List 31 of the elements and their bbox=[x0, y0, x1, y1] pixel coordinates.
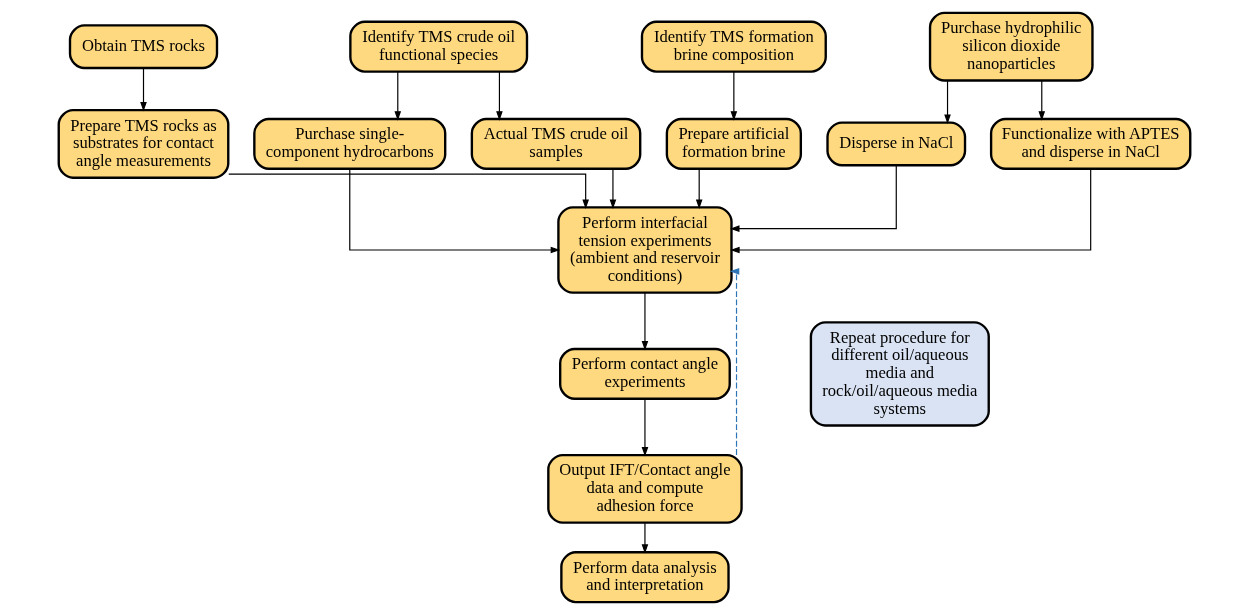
node-box: Identify TMS crude oil functional species bbox=[348, 20, 528, 73]
arrow bbox=[609, 168, 616, 209]
arrow bbox=[641, 292, 648, 351]
arrow bbox=[729, 164, 897, 232]
node-box: Identify TMS formation brine composition bbox=[640, 20, 827, 73]
node-box: Actual TMS crude oil samples bbox=[470, 117, 641, 170]
node-box: Perform data analysis and interpretation bbox=[559, 551, 730, 604]
node-box: Purchase single-component hydrocarbons bbox=[252, 117, 446, 170]
node-box: Perform contact angle experiments bbox=[558, 347, 731, 400]
arrow bbox=[641, 522, 648, 554]
arrow bbox=[729, 268, 739, 456]
arrow bbox=[495, 71, 503, 121]
arrow bbox=[139, 67, 147, 112]
arrow bbox=[730, 71, 737, 121]
arrow bbox=[227, 173, 589, 209]
arrow bbox=[393, 71, 401, 121]
arrow bbox=[943, 80, 951, 125]
node-box: Repeat procedure for different oil/aqueous media and rock/oil/aqueous media systems bbox=[809, 321, 990, 427]
arrow bbox=[348, 168, 560, 254]
node-box: Functionalize with APTES and disperse in NaCl bbox=[989, 117, 1191, 170]
node-box: Prepare artificial formation brine bbox=[665, 117, 802, 170]
node-box: Prepare TMS rocks as substrates for contact angle measurements bbox=[57, 108, 229, 179]
node-box: Purchase hydrophilic silicon dioxide nanoparticles bbox=[928, 11, 1094, 82]
node-box: Perform interfacial tension experiments (ambient and reservoir conditions) bbox=[556, 206, 733, 294]
node-box: Output IFT/Contact angle data and compute adhesion force bbox=[546, 453, 743, 524]
arrow bbox=[695, 168, 702, 209]
arrow bbox=[729, 168, 1091, 254]
node-box: Disperse in NaCl bbox=[825, 121, 966, 167]
arrow bbox=[641, 398, 648, 457]
arrow bbox=[1037, 80, 1045, 121]
node-box: Obtain TMS rocks bbox=[68, 24, 218, 70]
